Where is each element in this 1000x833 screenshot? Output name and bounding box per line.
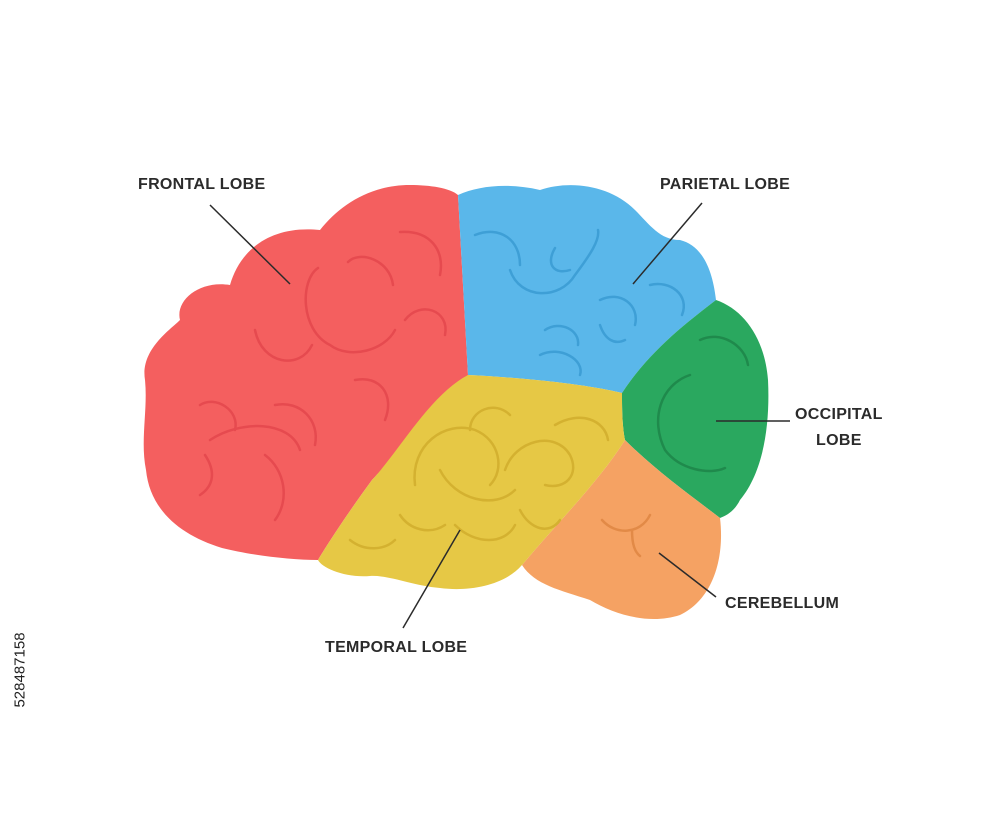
temporal-gyri [348, 406, 610, 550]
stock-id-text: 528487158 [11, 632, 29, 708]
parietal-lobe-label: PARIETAL LOBE [660, 176, 791, 193]
temporal-lobe-label: TEMPORAL LOBE [325, 639, 468, 656]
temporal-leader-line [402, 529, 461, 629]
leader-lines [209, 202, 790, 629]
cerebellum-leader-line [658, 552, 717, 598]
frontal-lobe-label: FRONTAL LOBE [138, 176, 266, 193]
occipital-lobe-region [622, 300, 769, 518]
cerebellum-gyri [600, 513, 652, 558]
frontal-lobe-region [143, 185, 468, 560]
frontal-leader-line [209, 204, 291, 285]
temporal-lobe-region [318, 375, 625, 590]
stock-id-watermark: 528487158 [10, 600, 30, 740]
occipital-gyri [656, 335, 750, 473]
frontal-gyri [198, 230, 447, 522]
parietal-lobe-region [458, 185, 716, 393]
cerebellum-label: CEREBELLUM [725, 595, 840, 612]
occipital-label-line2: LOBE [816, 432, 862, 449]
occipital-label-line1: OCCIPITAL [795, 406, 883, 423]
parietal-leader-line [632, 202, 703, 285]
parietal-gyri [473, 228, 685, 377]
occipital-lobe-label: OCCIPITAL LOBE [795, 402, 883, 454]
